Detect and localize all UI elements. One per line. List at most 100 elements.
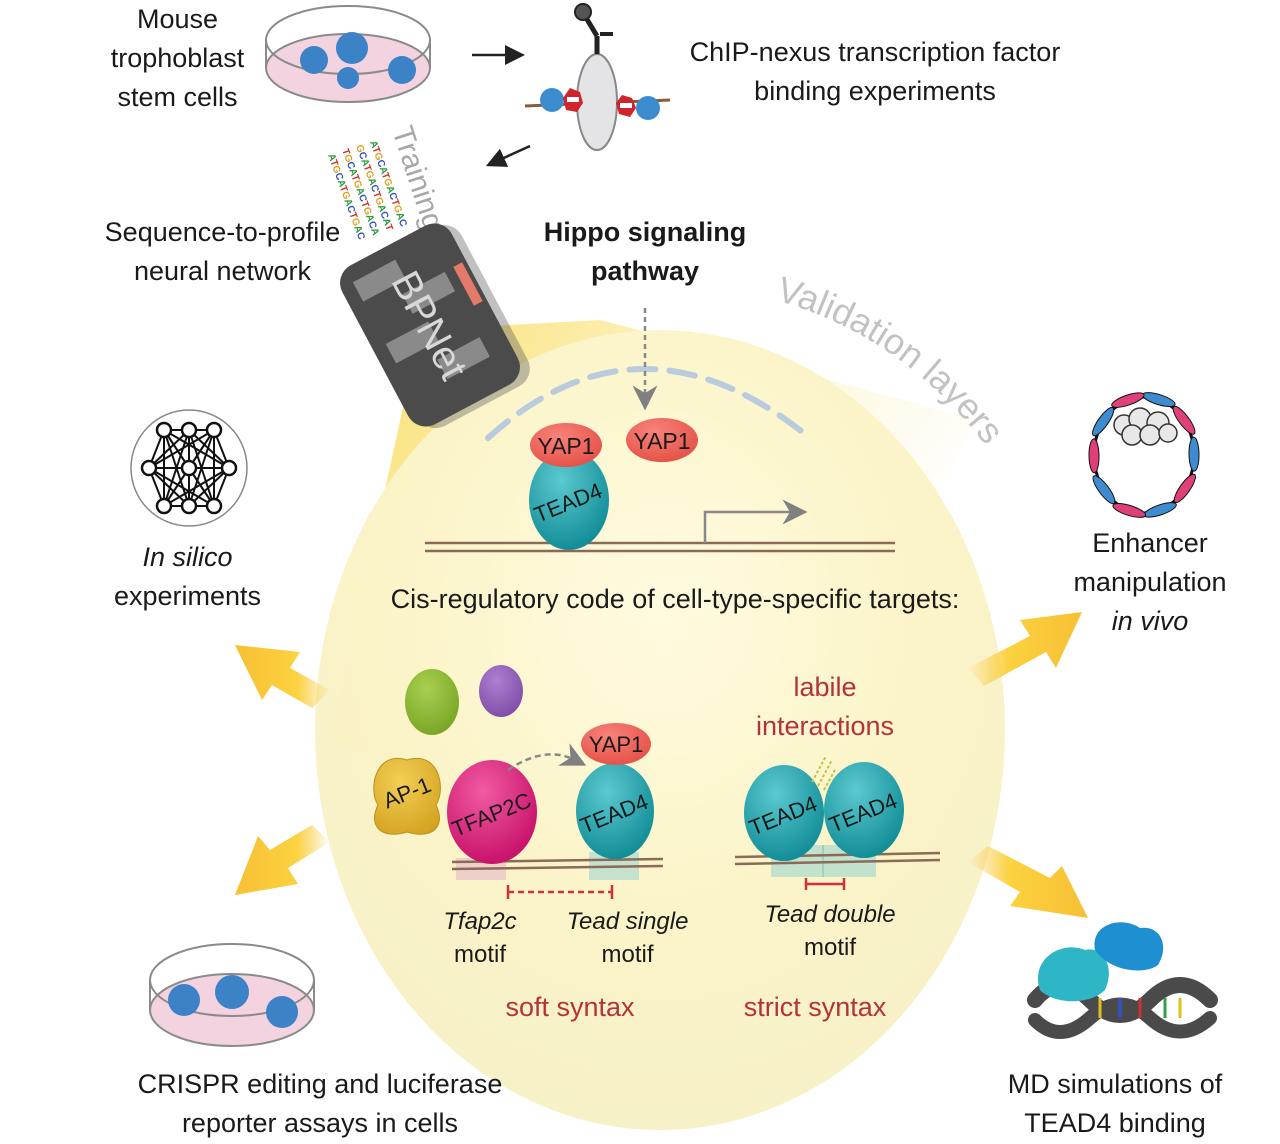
motif-name: Tead single: [566, 908, 689, 935]
cis-regulatory-title-text: Cis-regulatory code of cell-type-specifi…: [390, 584, 960, 614]
motif-name: Tead double: [764, 901, 896, 928]
in-silico-line: In silico: [142, 542, 233, 572]
tfap2c-protein: [447, 760, 537, 864]
network-edge: [148, 467, 215, 507]
chip-nexus-label: ChIP-nexus transcription factor binding …: [660, 33, 1090, 111]
nucleotide: A: [375, 203, 388, 214]
cells-label-line: Mouse: [136, 4, 219, 34]
enhancer-line: in vivo: [1111, 606, 1189, 636]
flow-arrow-2: [485, 144, 531, 167]
crispr-line: CRISPR editing and luciferase: [137, 1069, 503, 1099]
trophectoderm-cell: [1188, 436, 1200, 472]
green-tf-protein: [405, 669, 459, 735]
network-node: [205, 497, 223, 515]
nucleotide: G: [363, 169, 376, 180]
nucleotide: G: [339, 190, 352, 201]
yap1-soft-protein: [581, 723, 651, 765]
md-line: TEAD4 binding: [1024, 1108, 1206, 1138]
in-silico-line: experiments: [113, 581, 262, 611]
nucleus-membrane: [485, 366, 813, 441]
nucleotide: A: [380, 217, 393, 227]
nucleotide: A: [363, 213, 376, 224]
yap1-free-protein: [626, 418, 698, 462]
nucleotide: A: [368, 227, 381, 238]
strict-syntax-label: strict syntax: [720, 988, 910, 1027]
nucleotide: C: [374, 158, 387, 169]
nucleotide: A: [367, 139, 380, 149]
md-label: MD simulations of TEAD4 binding: [980, 1065, 1250, 1143]
nucleotide: A: [377, 165, 390, 175]
nucleotide: G: [371, 151, 384, 162]
nucleotide: C: [344, 160, 357, 171]
dna-strand-main: [425, 541, 895, 553]
arrow-to-in-silico: [235, 645, 330, 708]
bpnet-edge: [453, 262, 483, 306]
nucleotide: C: [356, 151, 369, 162]
nucleotide: T: [370, 190, 382, 200]
network-label-line: neural network: [133, 256, 312, 286]
validation-glow: [315, 330, 1005, 1130]
cells-label: Mouse trophoblast stem cells: [95, 0, 260, 117]
svg-text:TGCATGACTGACA: TGCATGACTGACA: [339, 147, 381, 237]
nucleotide: A: [342, 197, 355, 208]
network-node: [180, 459, 198, 477]
network-node: [180, 497, 198, 515]
md-line: MD simulations of: [1007, 1069, 1223, 1099]
labile-label-line: labile: [793, 672, 857, 702]
nucleotide: A: [393, 211, 406, 222]
crispr-line: reporter assays in cells: [181, 1108, 459, 1138]
nucleotide: T: [382, 223, 394, 233]
md-simulation-icon: [1027, 922, 1218, 1039]
yap1-bound-label: YAP1: [537, 433, 594, 459]
network-edge: [148, 429, 215, 469]
arrow-to-enhancer: [968, 612, 1082, 686]
soft-syntax-label: soft syntax: [480, 988, 660, 1027]
nucleotide: A: [346, 167, 359, 177]
petri-dish-top-icon: [265, 5, 431, 103]
nucleotide: C: [332, 171, 345, 182]
nucleotide: G: [341, 153, 354, 164]
motif-word: motif: [453, 941, 506, 968]
dna-sequence-strands: ATGCATGACTGAC TGCATGACTGACA GCATGACTGACA…: [325, 139, 408, 241]
svg-text:ATGCATGACTGAC: ATGCATGACTGAC: [367, 139, 408, 228]
trophectoderm-cell: [1112, 502, 1147, 518]
trophectoderm-cell: [1173, 473, 1196, 504]
labile-interactions-label: labile interactions: [720, 668, 930, 746]
tead4-soft-protein: [576, 763, 654, 859]
nucleotide: G: [391, 204, 404, 215]
blastocyst-icon: [1088, 392, 1200, 518]
yap1-bound-protein: [530, 423, 602, 467]
cells-label-line: trophoblast: [110, 43, 245, 73]
nucleotide: T: [349, 173, 361, 183]
enhancer-line: manipulation: [1073, 567, 1227, 597]
soft-syntax-text: soft syntax: [505, 992, 635, 1022]
tead-double-motif-label: Tead double motif: [755, 898, 905, 964]
soft-spacing-bracket: [506, 885, 614, 899]
nucleotide: T: [327, 158, 339, 168]
tead-single-motif-label: Tead single motif: [560, 905, 695, 971]
network-edge: [148, 467, 190, 507]
nucleotide: T: [339, 147, 351, 157]
enhancer-line: Enhancer: [1092, 528, 1208, 558]
cells-label-line: stem cells: [117, 82, 238, 112]
crispr-label: CRISPR editing and luciferase reporter a…: [100, 1065, 540, 1143]
trophectoderm-cell: [1092, 475, 1116, 505]
nucleotide: A: [325, 152, 338, 162]
nucleotide: A: [353, 186, 366, 197]
trophectoderm-cell: [1172, 405, 1196, 435]
enhancer-label: Enhancer manipulation in vivo: [1055, 524, 1245, 641]
nucleotide: G: [372, 196, 385, 207]
nucleotide: C: [368, 183, 381, 194]
network-node: [180, 421, 198, 439]
nucleotide: T: [369, 145, 381, 155]
nucleotide: G: [360, 206, 373, 217]
in-silico-label: In silico experiments: [90, 538, 285, 616]
network-edge: [188, 467, 230, 507]
trophectoderm-cell: [1111, 392, 1145, 408]
nucleotide: C: [354, 231, 367, 242]
network-node: [155, 497, 173, 515]
arrow-to-md: [968, 846, 1088, 918]
network-node: [205, 421, 223, 439]
network-node: [140, 459, 158, 477]
